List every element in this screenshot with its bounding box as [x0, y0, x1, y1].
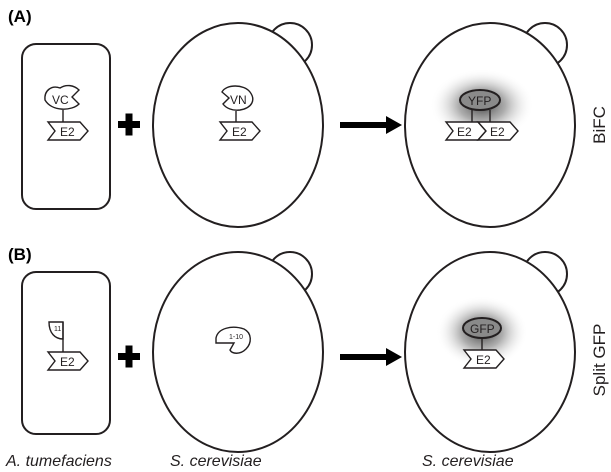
e2-tag-icon: [46, 351, 89, 371]
organism-label-yeast-result: S. cerevisiae: [422, 453, 514, 470]
e2-label: E2: [232, 125, 247, 139]
e2-label: E2: [476, 353, 491, 367]
e2-label: E2: [457, 125, 472, 139]
gfp1-10-fragment-icon: [215, 326, 251, 354]
e2-label: E2: [60, 355, 75, 369]
vn-fragment-icon: [221, 85, 254, 111]
panel-a-label: (A): [8, 7, 32, 26]
panel-b-label: (B): [8, 245, 32, 264]
e2-tag-icon: [476, 121, 519, 141]
vc-label: VC: [52, 93, 69, 107]
organism-label-agrobacterium: A. tumefaciens: [5, 453, 112, 470]
e2-tag-icon: [46, 121, 89, 141]
organism-label-yeast: S. cerevisiae: [170, 453, 262, 470]
gfp-label: GFP: [470, 322, 495, 336]
e2-label: E2: [60, 125, 75, 139]
plus-icon: [118, 345, 140, 368]
e2-label: E2: [490, 125, 505, 139]
right-arrow-icon: [340, 116, 402, 134]
gfp11-label: 11: [54, 326, 61, 333]
yfp-label: YFP: [468, 94, 491, 108]
gfp1-10-label: 1-10: [229, 334, 243, 341]
yfp-fluorophore-icon: [459, 89, 501, 111]
right-arrow-icon: [340, 348, 402, 366]
e2-tag-icon: [218, 121, 261, 141]
bifc-side-label: BiFC: [590, 106, 609, 144]
e2-tag-icon: [462, 349, 505, 369]
plus-icon: [118, 113, 140, 136]
vn-label: VN: [230, 93, 247, 107]
split-gfp-side-label: Split GFP: [590, 324, 609, 397]
vc-fragment-icon: [44, 84, 80, 110]
